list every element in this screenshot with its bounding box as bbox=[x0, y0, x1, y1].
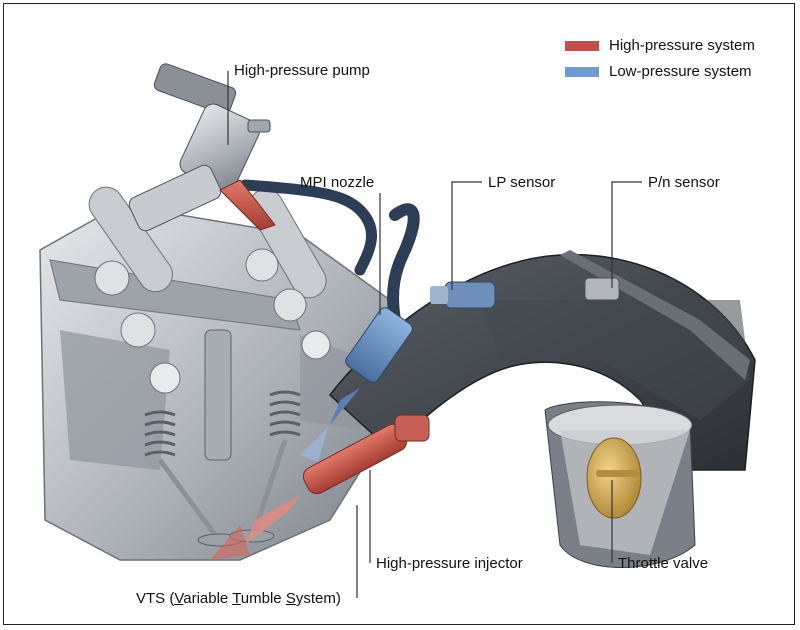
leader-lines bbox=[227, 71, 642, 598]
label-lp-sensor: LP sensor bbox=[488, 174, 556, 191]
vts-prefix: VTS ( bbox=[136, 590, 175, 607]
high-pressure-line bbox=[219, 179, 276, 231]
vts-word-1: ariable bbox=[183, 590, 233, 607]
high-pressure-swatch bbox=[565, 40, 599, 51]
high-pressure-injector-part bbox=[245, 414, 430, 545]
fuel-spray bbox=[210, 525, 250, 560]
vts-word-2: umble bbox=[240, 590, 286, 607]
vts-initial-s: S bbox=[285, 590, 296, 607]
lp-sensor-part bbox=[430, 281, 496, 309]
low-pressure-line-2 bbox=[387, 203, 420, 326]
mpi-injector bbox=[300, 307, 413, 462]
intake-manifold bbox=[328, 250, 756, 471]
leader-lp-sensor bbox=[451, 181, 482, 290]
label-throttle-valve: Throttle valve bbox=[618, 555, 709, 572]
vts-initial-t: T bbox=[232, 590, 241, 607]
vts-initial-v: V bbox=[174, 590, 184, 607]
legend-high-pressure: High-pressure system bbox=[565, 37, 755, 54]
low-pressure-swatch bbox=[565, 66, 599, 77]
throttle-valve-plate bbox=[586, 437, 642, 519]
leader-pn-sensor bbox=[611, 181, 642, 288]
diagram-frame bbox=[3, 3, 795, 625]
low-pressure-line bbox=[239, 179, 378, 276]
legend-label: Low-pressure system bbox=[609, 63, 752, 80]
label-vts: VTS (Variable Tumble System) bbox=[136, 590, 341, 608]
label-high-pressure-pump: High-pressure pump bbox=[234, 62, 370, 79]
high-pressure-pump-body bbox=[128, 63, 271, 232]
legend-label: High-pressure system bbox=[609, 37, 755, 54]
legend-low-pressure: Low-pressure system bbox=[565, 63, 752, 80]
pn-sensor-part bbox=[584, 277, 620, 301]
vts-word-3: ystem) bbox=[295, 590, 341, 607]
label-mpi-nozzle: MPI nozzle bbox=[300, 174, 375, 191]
label-high-pressure-injector: High-pressure injector bbox=[376, 555, 523, 572]
label-pn-sensor: P/n sensor bbox=[648, 174, 720, 191]
